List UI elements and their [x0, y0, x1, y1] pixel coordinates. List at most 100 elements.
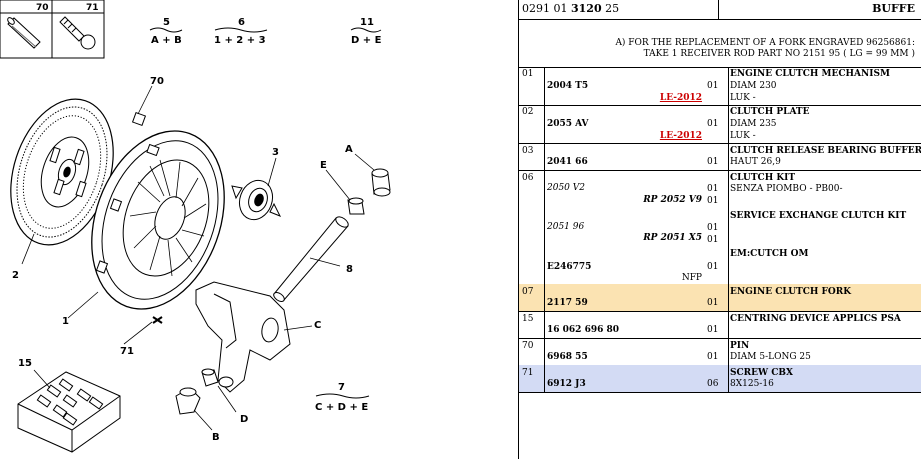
- release-bearing-drawing: [231, 179, 282, 221]
- thumb-label-70: 70: [36, 3, 49, 13]
- svg-text:1 + 2 + 3: 1 + 2 + 3: [214, 35, 266, 46]
- description-line-2: 8X125-16: [730, 379, 774, 389]
- description-line-4: EM:CUTCH OM: [730, 249, 809, 259]
- svg-text:5: 5: [163, 17, 170, 28]
- row-number: 71: [522, 368, 534, 378]
- quantity: 01: [707, 235, 719, 245]
- leader-lines: [21, 85, 375, 431]
- label-3: 3: [272, 147, 279, 158]
- screw-thumbnail-icon: [59, 16, 96, 50]
- row-number: 06: [522, 173, 534, 183]
- exploded-parts-diagram: 70 71 5 A + B 6 1 + 2 + 3 11 D + E: [0, 0, 391, 453]
- description: CENTRING DEVICE APPLICS PSA: [730, 314, 901, 324]
- label-b: B: [212, 432, 220, 443]
- label-e: E: [320, 160, 327, 171]
- pin-thumbnail-icon: [7, 17, 41, 49]
- note-line-1: A) FOR THE REPLACEMENT OF A FORK ENGRAVE…: [615, 38, 915, 48]
- svg-text:6: 6: [238, 17, 245, 28]
- buffer-a-drawing: [371, 168, 391, 197]
- part-number: 2041 66: [547, 157, 588, 167]
- screw-71-drawing: [152, 316, 163, 324]
- description: ENGINE CLUTCH MECHANISM: [730, 69, 890, 79]
- description: ENGINE CLUTCH FORK: [730, 287, 852, 297]
- part-number: 2051 96: [547, 222, 585, 232]
- quantity: 01: [707, 352, 719, 362]
- row-number: 70: [522, 341, 534, 351]
- clutch-fork-drawing: [195, 281, 291, 393]
- link-le-2012[interactable]: LE-2012: [659, 131, 702, 141]
- quantity: 01: [707, 325, 719, 335]
- replacement-note: A) FOR THE REPLACEMENT OF A FORK ENGRAVE…: [519, 19, 921, 68]
- label-c: C: [314, 320, 321, 331]
- table-row[interactable]: 70 6968 55 01 PIN DIAM 5-LONG 25: [519, 338, 921, 366]
- part-number: 6968 55: [547, 352, 588, 362]
- kit-11-label: 11 D + E: [350, 17, 382, 46]
- table-row[interactable]: 03 2041 66 01 CLUTCH RELEASE BEARING BUF…: [519, 143, 921, 171]
- table-row-selected[interactable]: 07 2117 59 01 ENGINE CLUTCH FORK: [519, 284, 921, 312]
- label-d: D: [240, 414, 248, 425]
- description: CLUTCH PLATE: [730, 107, 810, 117]
- description-line-3: LUK -: [730, 93, 756, 103]
- description-line-2: DIAM 235: [730, 119, 777, 129]
- table-row-highlighted[interactable]: 71 6912 J3 06 SCREW CBX 8X125-16: [519, 365, 921, 393]
- part-number: 2004 T5: [547, 81, 589, 91]
- link-le-2012[interactable]: LE-2012: [659, 93, 702, 103]
- nfp-note: NFP: [681, 273, 702, 283]
- quantity: 01: [707, 184, 719, 194]
- label-1: 1: [62, 316, 69, 327]
- buffer-e-drawing: [347, 197, 365, 215]
- parts-list-panel: 0291 01 3120 25 BUFFE A) FOR THE REPLACE…: [518, 0, 921, 459]
- kit-6-label: 6 1 + 2 + 3: [214, 17, 268, 46]
- part-number: RP 2052 V9: [643, 195, 702, 205]
- table-row[interactable]: 01 2004 T5 LE-2012 01 ENGINE CLUTCH MECH…: [519, 67, 921, 106]
- label-71: 71: [120, 346, 134, 357]
- svg-text:11: 11: [360, 17, 374, 28]
- panel-title: BUFFE: [718, 0, 921, 19]
- note-line-2: TAKE 1 RECEIVER ROD PART NO 2151 95 ( LG…: [643, 49, 915, 59]
- quantity: 01: [707, 119, 719, 129]
- description: PIN: [730, 341, 750, 351]
- label-70: 70: [150, 76, 164, 87]
- svg-text:7: 7: [338, 382, 345, 393]
- svg-text:C + D + E: C + D + E: [315, 402, 368, 413]
- quantity: 01: [707, 262, 719, 272]
- row-number: 02: [522, 107, 534, 117]
- quantity: 06: [707, 379, 719, 389]
- part-number: RP 2051 X5: [643, 233, 702, 243]
- table-row[interactable]: 02 2055 AV LE-2012 01 CLUTCH PLATE DIAM …: [519, 105, 921, 144]
- row-number: 07: [522, 287, 534, 297]
- kit-5-label: 5 A + B: [149, 17, 183, 46]
- part-number: 6912 J3: [547, 379, 586, 389]
- table-row[interactable]: 15 16 062 696 80 01 CENTRING DEVICE APPL…: [519, 311, 921, 339]
- label-15: 15: [18, 358, 32, 369]
- description-line-2: DIAM 5-LONG 25: [730, 352, 811, 362]
- table-row[interactable]: 06 2050 V2 RP 2052 V9 2051 96 RP 2051 X5…: [519, 170, 921, 285]
- row-number: 15: [522, 314, 534, 324]
- description-line-2: DIAM 230: [730, 81, 777, 91]
- part-number: 16 062 696 80: [547, 325, 620, 335]
- receiver-rod-drawing: [273, 216, 349, 302]
- part-reference: 0291 01 3120 25: [522, 2, 620, 15]
- quantity: 01: [707, 196, 719, 206]
- label-a: A: [345, 144, 353, 155]
- kit-7-label: 7 C + D + E: [315, 382, 370, 413]
- description-line-3: SERVICE EXCHANGE CLUTCH KIT: [730, 211, 907, 221]
- description: CLUTCH KIT: [730, 173, 796, 183]
- description: CLUTCH RELEASE BEARING BUFFER: [730, 146, 921, 156]
- row-number: 01: [522, 69, 534, 79]
- quantity: 01: [707, 81, 719, 91]
- quantity: 01: [707, 223, 719, 233]
- buffer-b-drawing: [175, 387, 201, 415]
- part-number: 2117 59: [547, 298, 588, 308]
- description-line-2: SENZA PIOMBO - PB00-: [730, 184, 843, 194]
- svg-text:D + E: D + E: [351, 35, 382, 46]
- panel-header: 0291 01 3120 25 BUFFE: [519, 0, 921, 20]
- label-2: 2: [12, 270, 19, 281]
- part-number: E246775: [547, 262, 592, 272]
- description: SCREW CBX: [730, 368, 793, 378]
- part-number: 2055 AV: [547, 119, 589, 129]
- thumb-label-71: 71: [86, 3, 99, 13]
- row-number: 03: [522, 146, 534, 156]
- quantity: 01: [707, 298, 719, 308]
- pin-70-drawing: [131, 111, 147, 127]
